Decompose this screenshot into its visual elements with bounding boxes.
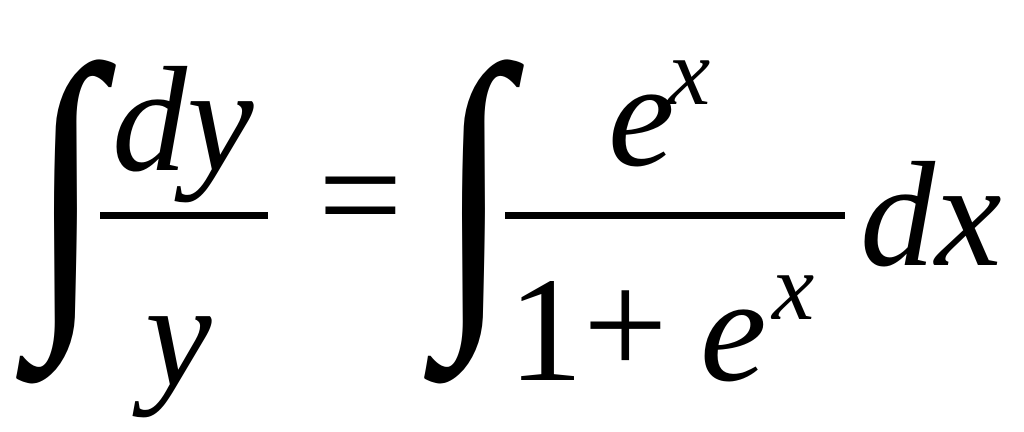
- lhs-integral-sign: ∫: [30, 2, 103, 367]
- rhs-integral-sign: ∫: [438, 2, 511, 367]
- rhs-fraction-bar: [505, 212, 845, 219]
- rhs-denominator-exponent: x: [772, 234, 815, 340]
- lhs-fraction-bar: [100, 212, 268, 219]
- rhs-numerator-exponent: x: [668, 19, 711, 125]
- rhs-differential: dx: [860, 132, 1002, 298]
- rhs-denominator-one: 1: [508, 247, 583, 413]
- rhs-numerator-base: e: [608, 32, 675, 198]
- equals-sign: =: [318, 112, 403, 278]
- rhs-denominator-plus: +: [583, 242, 668, 408]
- lhs-denominator: y: [145, 252, 212, 418]
- rhs-denominator-base: e: [700, 247, 767, 413]
- lhs-numerator: dy: [112, 37, 254, 203]
